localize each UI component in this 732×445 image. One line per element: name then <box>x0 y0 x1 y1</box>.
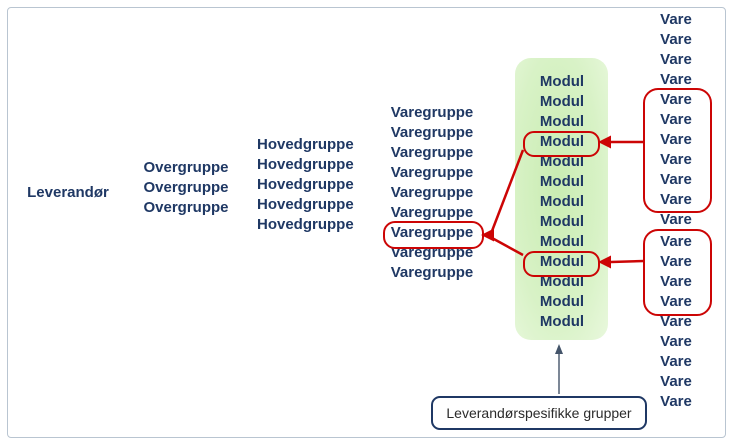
vare-label: Vare <box>660 253 692 270</box>
vare-label: Vare <box>660 151 692 168</box>
modul-label: Modul <box>539 173 585 190</box>
modul-label: Modul <box>539 153 585 170</box>
vare-label: Vare <box>660 191 692 208</box>
hovedgruppe-label: Hovedgruppe <box>257 156 354 173</box>
column-leverandor: Leverandør <box>20 183 116 203</box>
diagram-frame <box>7 7 726 438</box>
overgruppe-label: Overgruppe <box>143 179 229 196</box>
modul-label: Modul <box>539 293 585 310</box>
vare-label: Vare <box>660 91 692 108</box>
varegruppe-label: Varegruppe <box>390 224 474 241</box>
modul-label: Modul <box>539 213 585 230</box>
modul-label: Modul <box>539 193 585 210</box>
highlight-box-varegruppe <box>383 221 484 249</box>
vare-label: Vare <box>660 373 692 390</box>
overgruppe-label: Overgruppe <box>143 159 229 176</box>
vare-label: Vare <box>660 131 692 148</box>
vare-label: Vare <box>660 51 692 68</box>
vare-label: Vare <box>660 111 692 128</box>
supplier-specific-groups-label: Leverandørspesifikke grupper <box>446 405 632 421</box>
vare-label: Vare <box>660 71 692 88</box>
vare-label: Vare <box>660 171 692 188</box>
vare-label: Vare <box>660 31 692 48</box>
vare-label: Vare <box>660 273 692 290</box>
vare-label: Vare <box>660 393 692 410</box>
varegruppe-label: Varegruppe <box>390 264 474 281</box>
varegruppe-label: Varegruppe <box>390 104 474 121</box>
varegruppe-label: Varegruppe <box>390 124 474 141</box>
vare-label: Vare <box>660 313 692 330</box>
vare-label: Vare <box>660 293 692 310</box>
vare-label: Vare <box>660 11 692 28</box>
highlight-box-vare-2 <box>643 229 712 316</box>
varegruppe-label: Varegruppe <box>390 184 474 201</box>
modul-label: Modul <box>539 313 585 330</box>
hovedgruppe-label: Hovedgruppe <box>257 136 354 153</box>
varegruppe-label: Varegruppe <box>390 204 474 221</box>
hovedgruppe-label: Hovedgruppe <box>257 176 354 193</box>
modul-label: Modul <box>539 233 585 250</box>
modul-label: Modul <box>539 73 585 90</box>
varegruppe-label: Varegruppe <box>390 144 474 161</box>
overgruppe-label: Overgruppe <box>143 199 229 216</box>
leverandor-label: Leverandør <box>27 184 109 201</box>
varegruppe-label: Varegruppe <box>390 164 474 181</box>
modul-label: Modul <box>539 113 585 130</box>
highlight-box-modul-2 <box>523 251 600 277</box>
vare-label: Vare <box>660 211 692 228</box>
supplier-specific-groups-callout: Leverandørspesifikke grupper <box>431 396 647 430</box>
vare-label: Vare <box>660 333 692 350</box>
modul-label: Modul <box>539 133 585 150</box>
vare-label: Vare <box>660 233 692 250</box>
vare-label: Vare <box>660 353 692 370</box>
highlight-box-modul-1 <box>523 131 600 157</box>
module-group-panel <box>515 58 608 340</box>
modul-label: Modul <box>539 253 585 270</box>
hovedgruppe-label: Hovedgruppe <box>257 216 354 233</box>
hovedgruppe-label: Hovedgruppe <box>257 196 354 213</box>
highlight-box-vare-1 <box>643 88 712 213</box>
modul-label: Modul <box>539 93 585 110</box>
modul-label: Modul <box>539 273 585 290</box>
